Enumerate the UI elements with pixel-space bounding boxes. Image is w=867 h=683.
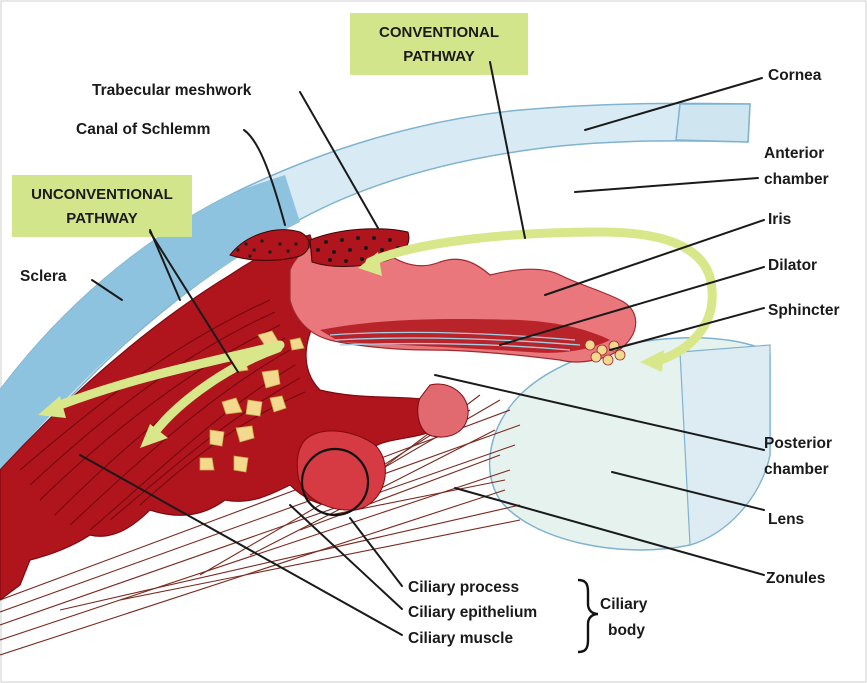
canal-dots bbox=[236, 239, 298, 258]
ciliary-process-lobe-2 bbox=[417, 383, 469, 438]
conventional-arrowhead bbox=[358, 252, 382, 276]
zonule-fibers bbox=[0, 394, 521, 656]
label-anterior-line1: Anterior bbox=[764, 145, 824, 162]
ciliary-process-lobe bbox=[296, 430, 386, 511]
label-iris: Iris bbox=[768, 211, 791, 228]
conventional-pathway-line2: PATHWAY bbox=[403, 48, 474, 65]
unconventional-arrowhead-2 bbox=[140, 424, 168, 448]
unconventional-arrow-2 bbox=[150, 343, 283, 437]
label-sclera: Sclera bbox=[20, 268, 67, 285]
conventional-pathway-box bbox=[350, 13, 528, 75]
dilator-fibers bbox=[329, 331, 581, 351]
ciliary-process-highlight bbox=[300, 447, 370, 517]
unconventional-pathway-line1: UNCONVENTIONAL bbox=[31, 186, 173, 203]
label-sphincter: Sphincter bbox=[768, 302, 839, 319]
iris-dilator-band bbox=[320, 319, 610, 353]
conventional-pathway-line1: CONVENTIONAL bbox=[379, 24, 499, 41]
label-zonules: Zonules bbox=[766, 570, 825, 587]
label-cornea: Cornea bbox=[768, 67, 822, 84]
label-anterior-line2: chamber bbox=[764, 171, 829, 188]
ciliary-particles bbox=[199, 330, 305, 473]
canal-of-schlemm bbox=[229, 229, 310, 261]
unconventional-arrowhead-1 bbox=[38, 396, 66, 418]
ciliary-body-brace bbox=[577, 578, 599, 654]
label-ciliary-process: Ciliary process bbox=[408, 579, 519, 596]
label-lens: Lens bbox=[768, 511, 804, 528]
label-posterior-line1: Posterior bbox=[764, 435, 832, 452]
label-posterior-line2: chamber bbox=[764, 461, 829, 478]
label-trabecular-meshwork: Trabecular meshwork bbox=[92, 82, 252, 99]
label-ciliary-body-line2: body bbox=[608, 622, 645, 639]
conventional-arrow-tail bbox=[640, 350, 664, 372]
sphincter-cells bbox=[584, 339, 626, 366]
cornea-end-face bbox=[675, 103, 751, 143]
label-ciliary-body-line1: Ciliary bbox=[600, 596, 648, 613]
label-ciliary-muscle: Ciliary muscle bbox=[408, 630, 513, 647]
unconventional-pathway-line2: PATHWAY bbox=[66, 210, 137, 227]
label-dilator: Dilator bbox=[768, 257, 817, 274]
sclera-blue bbox=[0, 175, 300, 470]
label-canal-of-schlemm: Canal of Schlemm bbox=[76, 121, 210, 138]
unconventional-pathway-box bbox=[12, 175, 192, 237]
label-ciliary-epithelium: Ciliary epithelium bbox=[408, 604, 537, 621]
leader-lines bbox=[79, 61, 765, 636]
unconventional-arrow-1 bbox=[55, 340, 285, 410]
conventional-pathway-arrow bbox=[365, 227, 717, 365]
